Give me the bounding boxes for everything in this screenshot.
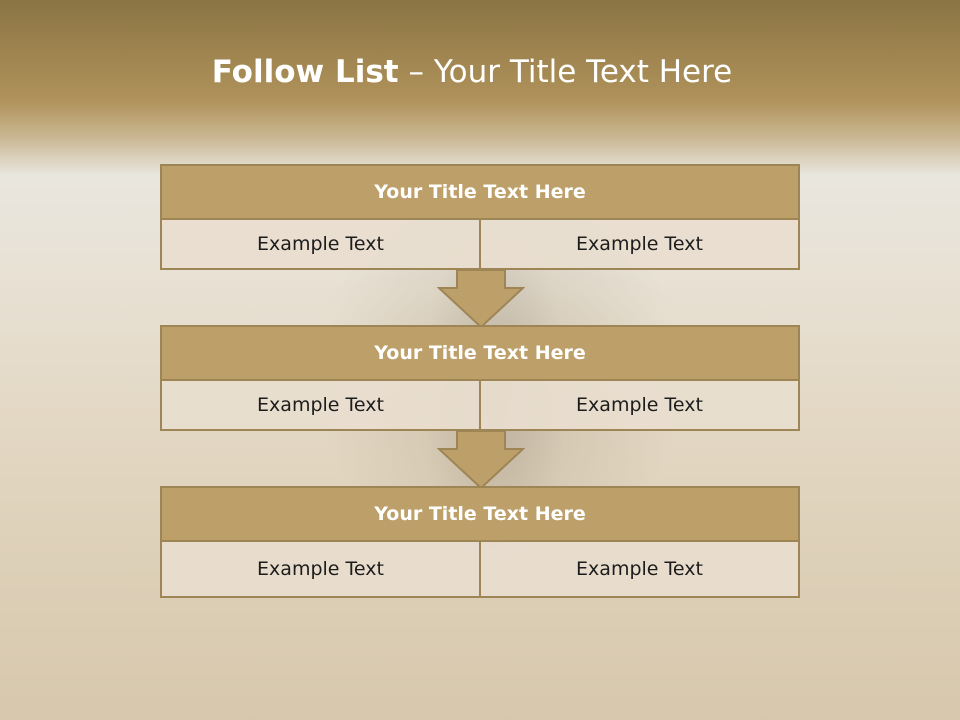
block-row: Example Text Example Text <box>160 381 800 431</box>
block-cell-left: Example Text <box>162 220 479 268</box>
block-cell-right: Example Text <box>479 381 798 429</box>
slide-title: Follow List – Your Title Text Here <box>0 54 944 90</box>
block-cell-right: Example Text <box>479 220 798 268</box>
block-row: Example Text Example Text <box>160 542 800 598</box>
block-header: Your Title Text Here <box>160 325 800 381</box>
block-row: Example Text Example Text <box>160 220 800 270</box>
block-header: Your Title Text Here <box>160 486 800 542</box>
down-arrow-icon <box>437 270 525 328</box>
list-block-1: Your Title Text Here Example Text Exampl… <box>160 164 800 270</box>
down-arrow-icon <box>437 431 525 489</box>
block-cell-left: Example Text <box>162 381 479 429</box>
block-header: Your Title Text Here <box>160 164 800 220</box>
block-cell-right: Example Text <box>479 542 798 596</box>
list-block-3: Your Title Text Here Example Text Exampl… <box>160 486 800 598</box>
slide-title-rest: – Your Title Text Here <box>398 54 733 90</box>
slide-title-bold: Follow List <box>211 54 399 90</box>
list-block-2: Your Title Text Here Example Text Exampl… <box>160 325 800 431</box>
block-cell-left: Example Text <box>162 542 479 596</box>
